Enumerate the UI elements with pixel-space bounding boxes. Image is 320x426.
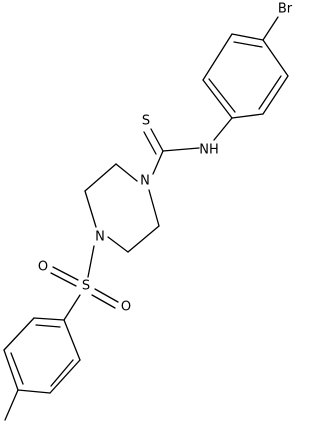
bond xyxy=(33,317,65,321)
sulfonyl-oxygen-left-double-bond-a xyxy=(52,266,79,281)
bond xyxy=(202,79,233,119)
aromatic-inner-bond xyxy=(35,324,61,328)
bond xyxy=(3,317,35,351)
sulfonyl-oxygen-left-atom: O xyxy=(38,260,48,275)
bromine-atom: Br xyxy=(278,2,293,17)
bond xyxy=(231,113,264,119)
aromatic-inner-bond xyxy=(208,78,236,113)
piperazine-ring: N N xyxy=(84,163,160,253)
bond xyxy=(262,39,289,77)
bond xyxy=(127,225,160,253)
nh-atom: NH xyxy=(199,143,219,158)
sulfonyl-oxygen-left-double-bond-b xyxy=(50,272,77,287)
aromatic-inner-bond xyxy=(233,41,263,48)
bond-piperazine-to-sulfonyl xyxy=(87,245,95,278)
bond xyxy=(107,236,129,253)
tolyl-ring xyxy=(3,317,81,394)
aromatic-inner-bond xyxy=(258,75,282,110)
bond xyxy=(84,163,117,192)
aromatic-inner-bond xyxy=(50,359,74,387)
bond-ring-to-nh xyxy=(213,117,233,141)
bond-nh-to-thiocarbonyl-carbon xyxy=(162,147,200,152)
sulfonyl-sulfur-atom: S xyxy=(82,279,90,294)
piperazine-n4-atom: N xyxy=(95,230,105,245)
thione-double-bond-a xyxy=(150,128,164,152)
methyl-bond xyxy=(4,389,19,421)
bond xyxy=(231,33,264,41)
bond xyxy=(49,359,81,394)
sulfonyl-oxygen-right-atom: O xyxy=(121,300,131,315)
sulfonyl-oxygen-right-double-bond-a xyxy=(94,288,119,303)
aromatic-inner-bond xyxy=(10,352,24,385)
piperazine-n1-atom: N xyxy=(140,174,150,189)
bromophenyl-ring xyxy=(202,33,289,119)
thione-double-bond-b xyxy=(143,131,157,155)
bond xyxy=(84,190,97,228)
sulfonyl-oxygen-right-double-bond-b xyxy=(91,294,116,309)
bond xyxy=(115,163,138,182)
bond xyxy=(17,389,51,394)
chemical-structure-diagram: Br NH S N N S O O xyxy=(3,2,293,421)
bond-ring-to-bromine xyxy=(262,16,279,41)
bond xyxy=(63,319,81,361)
bond xyxy=(3,349,19,391)
bond xyxy=(148,189,160,227)
thione-sulfur-atom: S xyxy=(142,114,150,129)
bond-sulfonyl-to-tolyl xyxy=(63,294,81,321)
bond-thiocarbonyl-to-piperazine xyxy=(152,150,164,175)
bond xyxy=(262,75,289,115)
bond xyxy=(202,33,233,81)
